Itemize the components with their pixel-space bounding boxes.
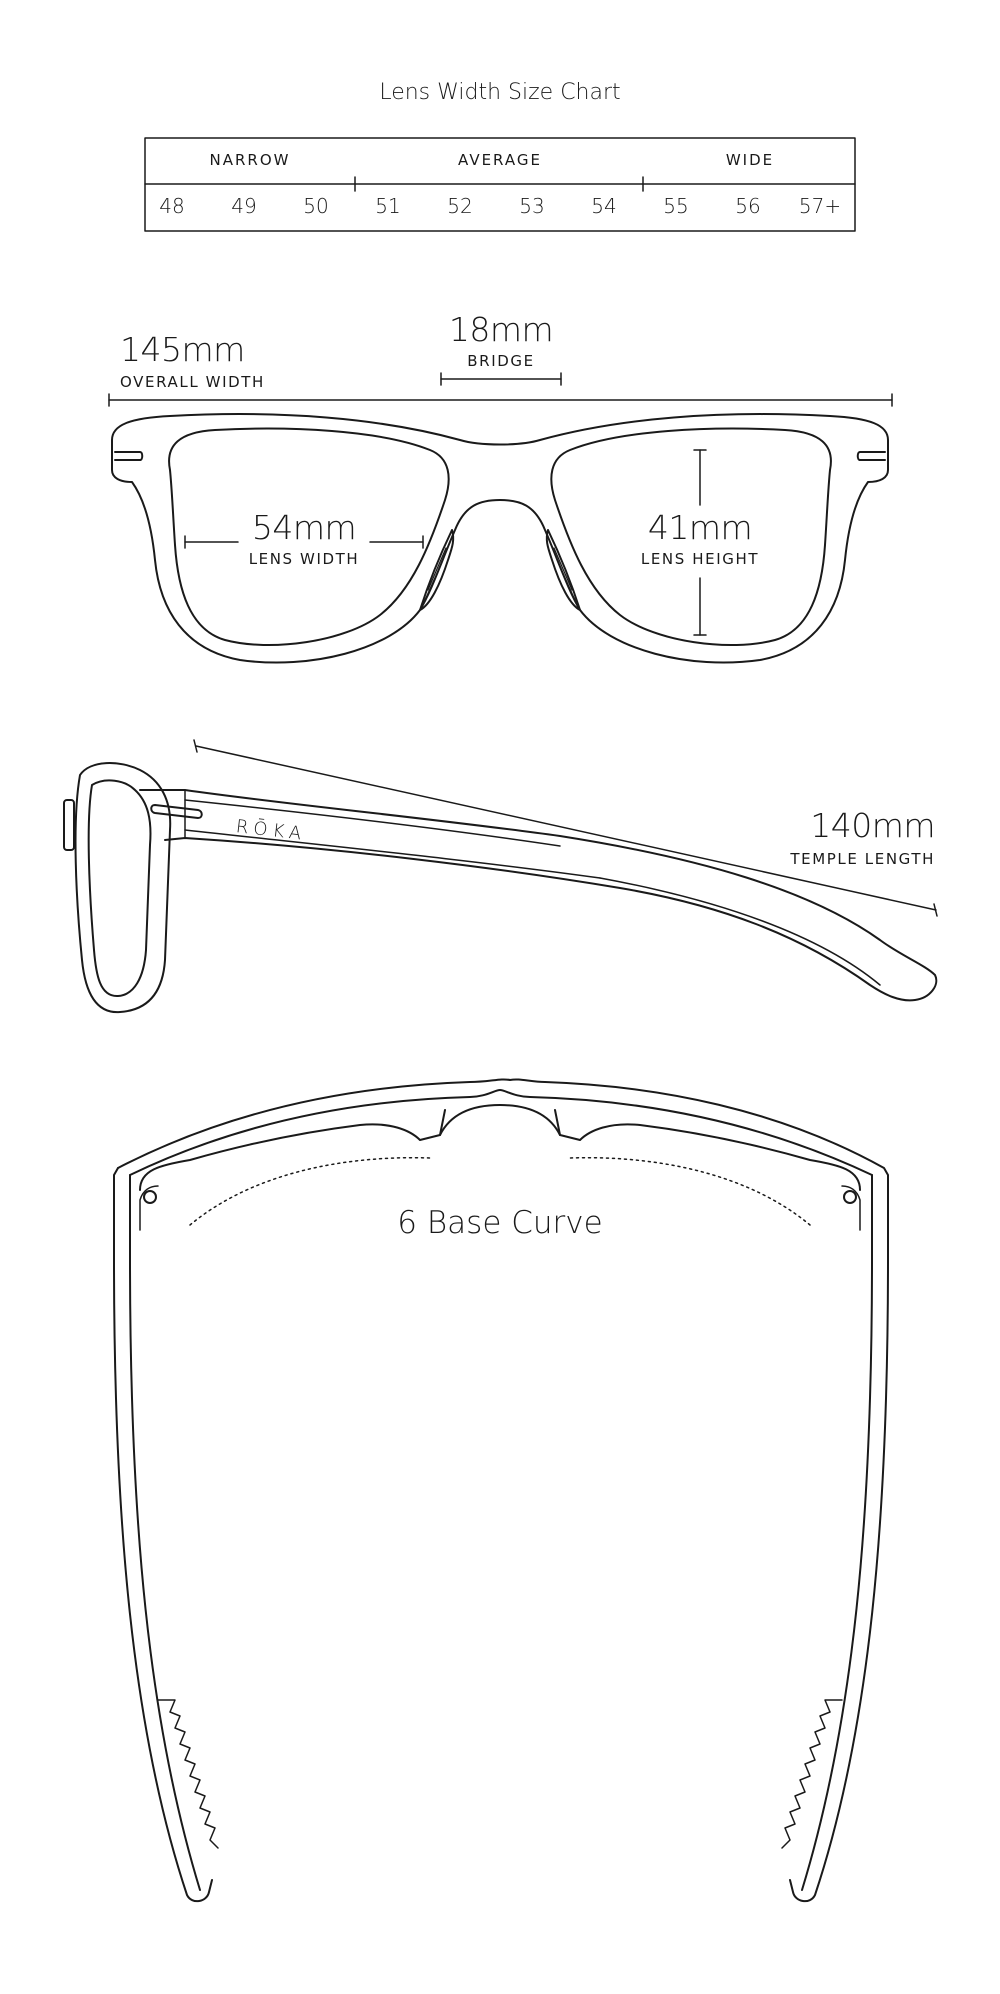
category-average: AVERAGE	[458, 151, 542, 169]
size-48: 48	[159, 194, 185, 218]
top-view-frame	[113, 1078, 889, 1903]
category-narrow: NARROW	[209, 151, 291, 169]
front-view-frame	[111, 413, 889, 664]
size-chart-title: Lens Width Size Chart	[379, 80, 621, 105]
size-50: 50	[303, 194, 329, 218]
temple-length-label: TEMPLE LENGTH	[790, 850, 935, 868]
overall-width-value: 145mm	[120, 330, 245, 369]
temple-length-dimension-line	[193, 739, 938, 917]
temple-length-value: 140mm	[810, 806, 935, 845]
size-49: 49	[231, 194, 257, 218]
side-view-frame	[63, 762, 938, 1014]
size-56: 56	[735, 194, 761, 218]
lens-width-label: LENS WIDTH	[248, 550, 360, 568]
lens-height-label: LENS HEIGHT	[640, 550, 760, 568]
size-54: 54	[591, 194, 617, 218]
size-57-plus: 57+	[798, 194, 842, 218]
overall-width-label: OVERALL WIDTH	[120, 373, 265, 391]
lens-width-value: 54mm	[251, 508, 357, 547]
base-curve-label: 6 Base Curve	[397, 1205, 603, 1241]
bridge-value: 18mm	[448, 310, 554, 349]
size-chart-table	[144, 137, 856, 232]
overall-width-dimension-line	[108, 393, 893, 407]
size-51: 51	[375, 194, 401, 218]
size-53: 53	[519, 194, 545, 218]
bridge-dimension-line	[440, 372, 562, 386]
lens-height-dimension-line	[693, 449, 707, 636]
size-52: 52	[447, 194, 473, 218]
lens-height-value: 41mm	[647, 508, 753, 547]
size-55: 55	[663, 194, 689, 218]
category-wide: WIDE	[725, 151, 775, 169]
bridge-label: BRIDGE	[467, 352, 535, 370]
lens-width-dimension-line	[184, 535, 424, 549]
